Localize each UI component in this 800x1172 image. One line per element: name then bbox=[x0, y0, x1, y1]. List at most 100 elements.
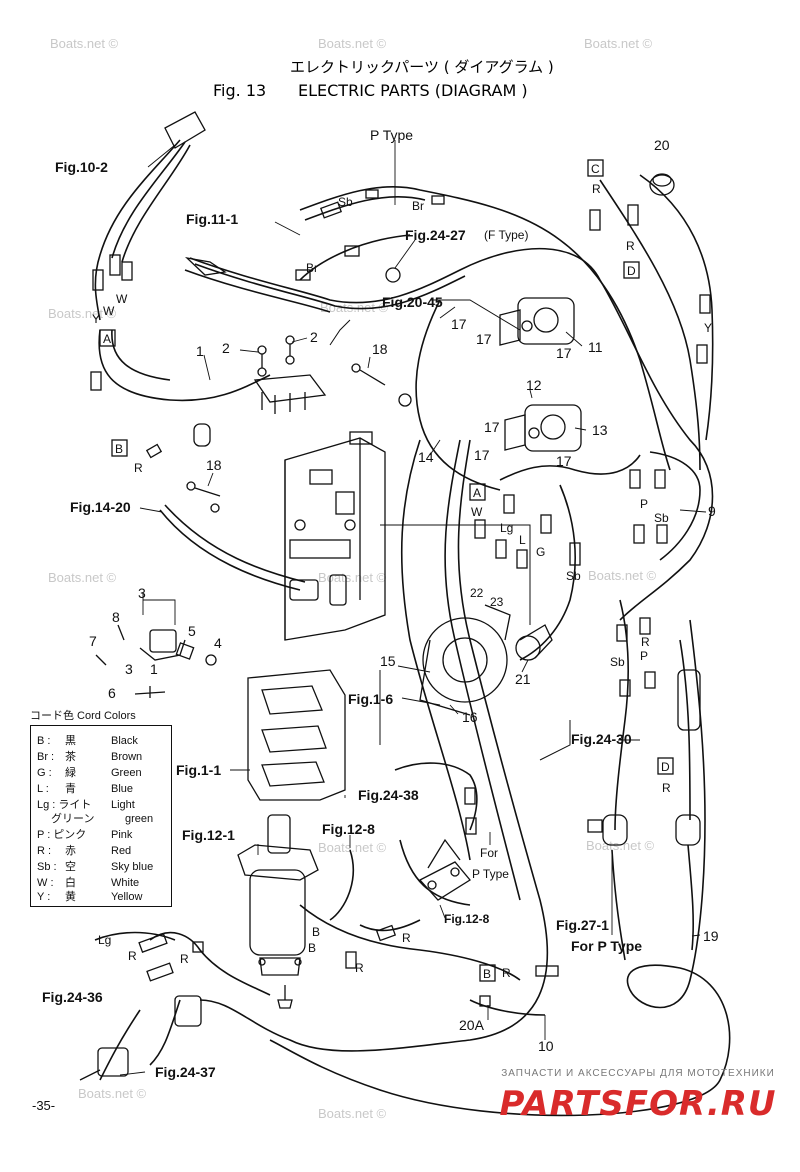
legend-code: G : bbox=[37, 767, 52, 779]
wire-y: Y bbox=[92, 312, 100, 326]
label-fig12-1: Fig.12-1 bbox=[182, 827, 235, 843]
label-for-p-type-27: For P Type bbox=[571, 938, 642, 954]
callout-11: 11 bbox=[588, 339, 603, 355]
solenoid bbox=[418, 838, 471, 901]
callout-16: 16 bbox=[462, 709, 478, 725]
wire-br: Br bbox=[412, 199, 424, 213]
starter-motor bbox=[237, 814, 319, 1009]
label-p-type-b: P Type bbox=[472, 867, 509, 881]
legend-en: Sky blue bbox=[111, 861, 154, 873]
page-number: -35- bbox=[32, 1098, 56, 1113]
label-f-type: (F Type) bbox=[484, 228, 528, 242]
relay-upper bbox=[499, 297, 575, 346]
label-fig20-45: Fig.20-45 bbox=[382, 294, 443, 310]
legend-en: Green bbox=[111, 767, 142, 779]
wire-p: P bbox=[640, 497, 648, 511]
wire-r: R bbox=[180, 952, 189, 966]
callout-17b: 17 bbox=[476, 331, 492, 347]
wire-sb: Sb bbox=[338, 195, 353, 209]
wire-r: R bbox=[592, 182, 601, 196]
wire-b: B bbox=[308, 941, 316, 955]
wire-w: W bbox=[116, 292, 128, 306]
callout-15: 15 bbox=[380, 653, 396, 669]
bracket-fig1-1 bbox=[247, 669, 346, 801]
wire-r: R bbox=[662, 781, 671, 795]
wire-l: L bbox=[519, 533, 526, 547]
label-fig12-8b: Fig.12-8 bbox=[444, 912, 490, 926]
label-fig24-37: Fig.24-37 bbox=[155, 1064, 216, 1080]
legend-code: B : bbox=[37, 735, 51, 747]
legend-en: Pink bbox=[111, 829, 133, 841]
legend-code: L : bbox=[37, 783, 49, 795]
label-for: For bbox=[480, 846, 498, 860]
wire-br: Br bbox=[306, 261, 318, 275]
legend-code: Sb : bbox=[37, 861, 57, 873]
wire-r: R bbox=[402, 931, 411, 945]
callout-20: 20 bbox=[654, 137, 670, 153]
wire-y: Y bbox=[704, 321, 712, 335]
title-fig: Fig. 13 bbox=[213, 81, 266, 100]
harness-connector bbox=[79, 1047, 129, 1081]
watermark: Boats.net © bbox=[588, 568, 657, 583]
callout-3: 3 bbox=[138, 585, 146, 601]
wire-r: R bbox=[128, 949, 137, 963]
title-english: ELECTRIC PARTS (DIAGRAM ) bbox=[298, 81, 528, 100]
label-fig14-20: Fig.14-20 bbox=[70, 499, 131, 515]
callout-22: 22 bbox=[470, 586, 484, 600]
legend-row: L : 青 Blue bbox=[37, 780, 133, 796]
watermark: Boats.net © bbox=[318, 36, 387, 51]
legend-en: Blue bbox=[111, 783, 134, 795]
callout-10: 10 bbox=[538, 1038, 554, 1054]
title-japanese: エレクトリックパーツ ( ダイアグラム ) bbox=[290, 58, 554, 76]
legend-jp: 茶 bbox=[65, 751, 76, 763]
wire-r: R bbox=[355, 961, 364, 975]
callout-20a: 20A bbox=[459, 1017, 485, 1033]
label-fig27-1: Fig.27-1 bbox=[556, 917, 609, 933]
callout-21: 21 bbox=[515, 671, 531, 687]
label-fig24-30: Fig.24-30 bbox=[571, 731, 632, 747]
callout-5: 5 bbox=[188, 623, 196, 639]
brand-logo[interactable]: ЗАПЧАСТИ И АКСЕССУАРЫ ДЛЯ МОТОТЕХНИКИ PA… bbox=[488, 1068, 788, 1138]
wire-w: W bbox=[471, 505, 483, 519]
callout-17f: 17 bbox=[556, 453, 572, 469]
callout-8: 8 bbox=[112, 609, 120, 625]
callout-17e: 17 bbox=[474, 447, 490, 463]
wire-sb: Sb bbox=[610, 655, 625, 669]
callout-13: 13 bbox=[592, 422, 608, 438]
legend-code: R : bbox=[37, 845, 52, 857]
wire-sb: Sb bbox=[654, 511, 669, 525]
callout-2a: 2 bbox=[222, 340, 230, 356]
legend-en: Red bbox=[111, 845, 132, 857]
legend-jp: 青 bbox=[65, 783, 76, 795]
legend-jp: 白 bbox=[65, 877, 76, 889]
sensor-20 bbox=[649, 173, 675, 196]
legend-jp: 空 bbox=[65, 861, 76, 873]
legend-row: グリーン green bbox=[37, 810, 153, 826]
label-fig10-2: Fig.10-2 bbox=[55, 159, 108, 175]
wire-r: R bbox=[502, 966, 511, 980]
box-b1: B bbox=[115, 442, 123, 456]
legend-en: green bbox=[125, 813, 154, 825]
callout-1: 1 bbox=[196, 343, 204, 359]
callout-17c: 17 bbox=[556, 345, 572, 361]
wire-w: W bbox=[103, 304, 115, 318]
label-fig12-8a: Fig.12-8 bbox=[322, 821, 375, 837]
legend-jp: 黄 bbox=[65, 891, 76, 903]
legend-code: グリーン bbox=[51, 813, 95, 825]
brand-name: PARTSFOR.RU bbox=[499, 1084, 777, 1124]
callout-19: 19 bbox=[703, 928, 719, 944]
watermark: Boats.net © bbox=[318, 840, 387, 855]
wire-harness bbox=[94, 111, 731, 1117]
watermark: Boats.net © bbox=[78, 1086, 147, 1101]
callout-18b: 18 bbox=[206, 457, 222, 473]
legend-title: コード色 Cord Colors bbox=[30, 710, 136, 722]
legend-en: Brown bbox=[111, 751, 143, 763]
legend-en: Light bbox=[111, 799, 135, 811]
legend-jp: 赤 bbox=[65, 845, 76, 857]
